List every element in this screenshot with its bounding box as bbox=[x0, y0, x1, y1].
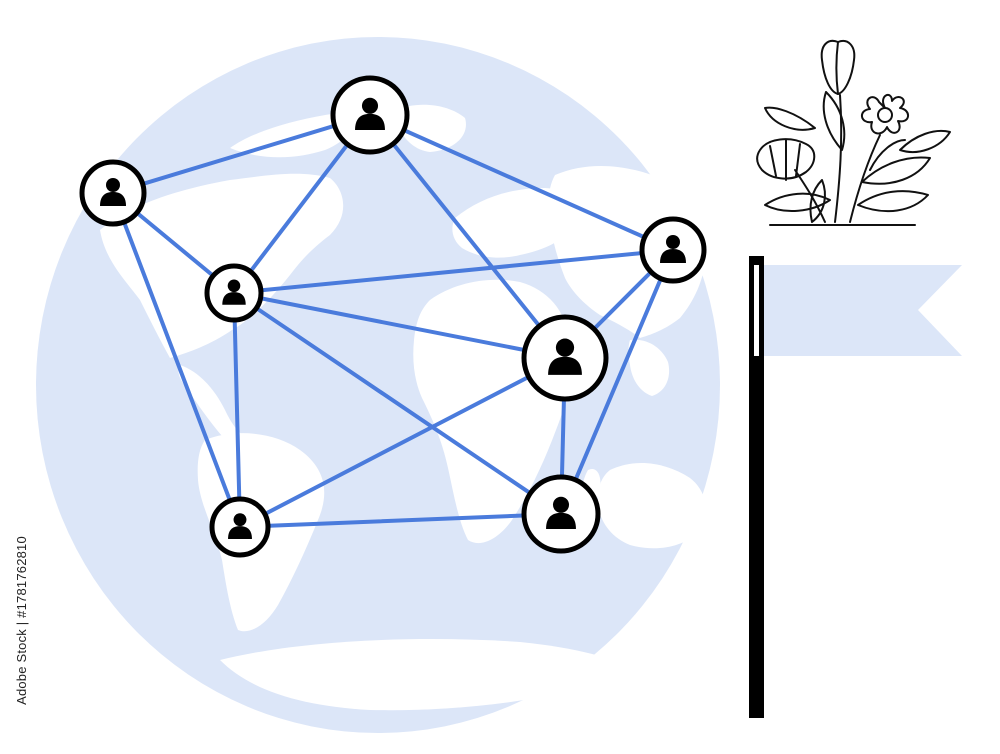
leaf-1 bbox=[764, 192, 831, 212]
continent-north-america-arctic bbox=[230, 112, 353, 158]
node-user-center-right bbox=[521, 314, 609, 402]
continent-new-zealand bbox=[696, 558, 710, 580]
user-icon bbox=[548, 338, 582, 375]
node-user-right bbox=[639, 216, 707, 284]
tulip-bud bbox=[820, 40, 856, 95]
leaf-6 bbox=[899, 130, 951, 153]
user-icon bbox=[100, 178, 126, 206]
user-icon bbox=[546, 496, 576, 529]
continent-north-america bbox=[100, 173, 344, 358]
continent-southeast-asia bbox=[628, 339, 670, 396]
node-user-top bbox=[330, 75, 410, 155]
leaf-3 bbox=[861, 156, 931, 185]
stem-1 bbox=[834, 94, 843, 223]
flag-icon bbox=[749, 256, 962, 718]
continents bbox=[100, 104, 710, 711]
bell-flower bbox=[756, 138, 816, 181]
leaf-8 bbox=[809, 179, 826, 223]
node-user-center-left bbox=[204, 263, 264, 323]
link-1 bbox=[111, 113, 372, 195]
tulip-petal-line bbox=[835, 41, 839, 95]
user-icon bbox=[355, 97, 385, 130]
user-icon bbox=[222, 279, 246, 305]
node-user-bottom-left bbox=[209, 496, 271, 558]
link-6 bbox=[368, 113, 675, 252]
user-icon bbox=[660, 235, 686, 263]
link-9 bbox=[232, 291, 563, 516]
link-7 bbox=[232, 248, 675, 295]
flag-pole bbox=[749, 256, 764, 718]
stem-2 bbox=[849, 134, 881, 223]
node-user-bottom-right bbox=[521, 474, 601, 554]
flag-banner bbox=[752, 265, 962, 356]
continent-central-america bbox=[178, 365, 250, 445]
link-5 bbox=[368, 113, 567, 360]
user-icon bbox=[228, 513, 252, 539]
leaf-5 bbox=[764, 106, 816, 131]
daisy bbox=[861, 93, 909, 135]
flower-bouquet-icon bbox=[756, 40, 951, 226]
leaf-4 bbox=[822, 91, 846, 151]
flag-pole-highlight bbox=[754, 265, 759, 356]
continent-asia bbox=[548, 165, 707, 338]
continent-antarctica bbox=[220, 639, 640, 711]
node-user-left bbox=[79, 159, 147, 227]
globe bbox=[36, 37, 720, 733]
network-nodes bbox=[79, 75, 707, 558]
link-3 bbox=[111, 191, 242, 529]
link-12 bbox=[559, 248, 675, 516]
continent-australia bbox=[597, 463, 706, 549]
link-15 bbox=[238, 512, 563, 529]
link-14 bbox=[238, 356, 567, 529]
link-10 bbox=[232, 291, 242, 529]
link-8 bbox=[232, 291, 567, 360]
leaf-7 bbox=[869, 139, 906, 171]
stock-id-label: Adobe Stock | #1781762810 bbox=[6, 520, 36, 720]
stock-id-text: Adobe Stock | #1781762810 bbox=[13, 535, 29, 705]
continent-greenland bbox=[395, 104, 466, 152]
leaf-2 bbox=[857, 190, 929, 213]
